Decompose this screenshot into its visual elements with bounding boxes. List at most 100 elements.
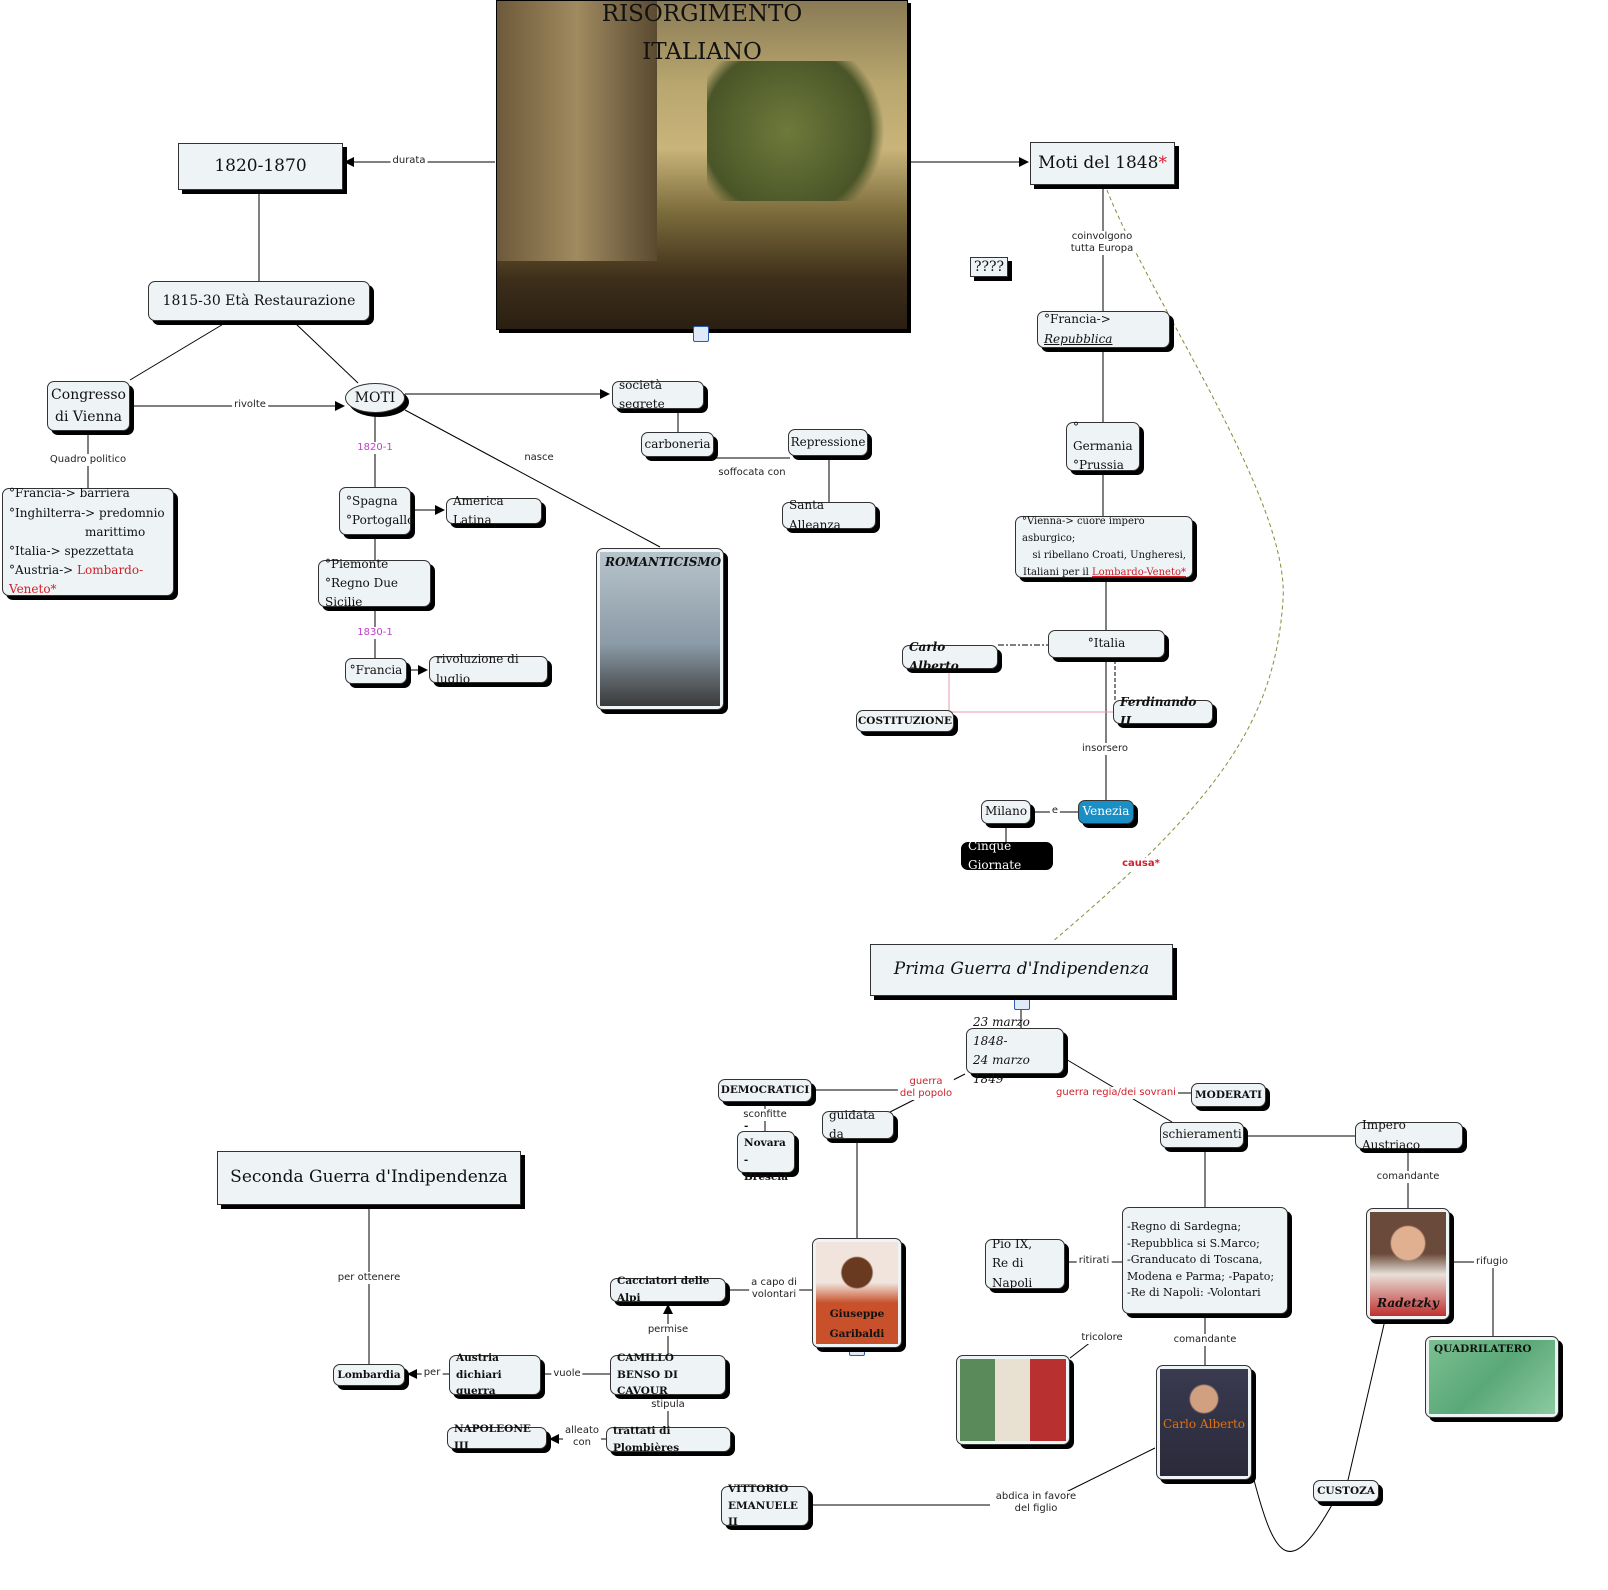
node-text: -Novara (744, 1120, 786, 1150)
node-quadrilatero[interactable]: QUADRILATERO (1425, 1336, 1559, 1418)
node-segrete[interactable]: società segrete (612, 378, 704, 411)
link-label-per: per (421, 1367, 443, 1379)
node-lombardia[interactable]: Lombardia (333, 1364, 405, 1386)
node-luglio[interactable]: rivoluzione di luglio (429, 652, 548, 686)
node-venezia[interactable]: Venezia (1078, 800, 1134, 824)
node-napoleone[interactable]: NAPOLEONE III (447, 1423, 547, 1452)
link-label-e: e (1049, 805, 1061, 817)
node-text: °Italia-> spezzettata (9, 544, 134, 558)
node-carloimg[interactable]: Carlo Alberto (1156, 1365, 1252, 1480)
node-ferdinando[interactable]: Ferdinando II (1113, 695, 1213, 728)
link-label-coinvolgono: coinvolgono tutta Europa (1068, 231, 1136, 255)
node-text: °Francia (349, 663, 403, 678)
node-text: Radetzky (1377, 1295, 1439, 1310)
node-piemonte[interactable]: °Piemonte °Regno Due Sicilie (318, 557, 431, 609)
link-label-ritirati: ritirati (1076, 1255, 1112, 1267)
node-text: NAPOLEONE III (454, 1423, 531, 1452)
node-germania[interactable]: ° Germania°Prussia (1066, 420, 1140, 472)
node-impero[interactable]: Impero Austriaco (1355, 1118, 1463, 1152)
node-america[interactable]: America Latina (446, 494, 542, 527)
garibaldi-image (816, 1242, 898, 1344)
node-text: QUADRILATERO (1434, 1343, 1532, 1355)
node-n1820[interactable]: 1820-1870 (178, 143, 343, 190)
node-text: ???? (973, 258, 1005, 275)
node-text: America Latina (453, 493, 504, 527)
link-label-capo: a capo di volontari (749, 1277, 799, 1301)
node-plombieres[interactable]: trattati di Plombières (606, 1425, 731, 1454)
node-text: -Granducato di Toscana, (1127, 1253, 1263, 1267)
node-schieramenti[interactable]: schieramenti (1160, 1122, 1244, 1148)
node-text: Re di Napoli (992, 1256, 1033, 1290)
node-costituzione[interactable]: COSTITUZIONE (856, 710, 954, 732)
node-custoza[interactable]: CUSTOZA (1313, 1480, 1379, 1502)
node-novara[interactable]: -Novara-Brescia (737, 1120, 795, 1183)
node-milano[interactable]: Milano (981, 800, 1031, 824)
node-spagna[interactable]: °Spagna°Portogallo (339, 487, 414, 535)
node-text: MODERATI (1195, 1088, 1262, 1101)
node-quadro[interactable]: °Francia-> barriera°Inghilterra-> predom… (2, 486, 174, 596)
node-text: Lombardia (337, 1368, 401, 1381)
node-guidata[interactable]: guidata da (822, 1108, 894, 1141)
node-stati[interactable]: -Regno di Sardegna;-Repubblica si S.Marc… (1122, 1207, 1288, 1314)
node-text: rivoluzione di luglio (436, 652, 519, 686)
node-italia[interactable]: °Italia (1048, 630, 1165, 658)
node-democratici[interactable]: DEMOCRATICI (718, 1079, 812, 1102)
node-repressione[interactable]: Repressione (788, 429, 868, 456)
node-text: Giuseppe (829, 1308, 885, 1321)
node-moti[interactable]: MOTI (345, 383, 405, 413)
link-label-y1830: 1830-1 (355, 627, 395, 639)
node-text: Ferdinando II (1120, 694, 1197, 728)
link-label-tricolore: tricolore (1079, 1332, 1125, 1344)
node-moderati[interactable]: MODERATI (1191, 1083, 1266, 1107)
carloimg-image (1160, 1369, 1248, 1476)
node-pio[interactable]: Pio IX,Re di Napoli (985, 1237, 1065, 1290)
node-repubblica[interactable]: °Francia-> Repubblica (1037, 311, 1170, 348)
node-text: CAMILLO (617, 1351, 674, 1364)
node-text: °Piemonte (325, 556, 389, 571)
node-text: °Francia-> barriera (9, 486, 130, 501)
node-text: Cacciatori delle Alpi (617, 1275, 710, 1304)
node-carlo[interactable]: Carlo Alberto (902, 640, 998, 673)
node-text: °Prussia (1073, 458, 1124, 473)
link-label-nasce: nasce (522, 452, 556, 464)
node-text: si ribellano Croati, Ungheresi, (1032, 550, 1186, 561)
node-santa[interactable]: Santa Alleanza (782, 498, 876, 532)
node-text: °Italia (1087, 636, 1126, 651)
document-icon[interactable] (693, 326, 709, 342)
node-carboneria[interactable]: carboneria (641, 432, 714, 457)
node-prima[interactable]: Prima Guerra d'Indipendenza (870, 944, 1173, 996)
link-label-ottenere: per ottenere (335, 1272, 403, 1284)
radetzky-image (1370, 1212, 1446, 1316)
link-label-permise: permise (645, 1324, 691, 1336)
node-text: Santa Alleanza (789, 498, 841, 532)
node-text: Austria (456, 1351, 499, 1364)
node-romanticismo[interactable]: ROMANTICISMO (596, 548, 724, 710)
node-francia1830[interactable]: °Francia (345, 658, 407, 684)
node-cacciatori[interactable]: Cacciatori delle Alpi (610, 1275, 726, 1304)
node-seconda[interactable]: Seconda Guerra d'Indipendenza (217, 1151, 521, 1205)
node-text: EMANUELE II (728, 1499, 798, 1529)
node-text: °Regno Due Sicilie (325, 575, 399, 610)
link-label-alleato: alleato con (562, 1425, 602, 1449)
node-vienna[interactable]: °Vienna-> cuore impero asburgico;si ribe… (1015, 516, 1193, 578)
node-text: Carlo Alberto (1162, 1416, 1246, 1431)
node-text: °Spagna (346, 493, 398, 508)
node-radetzky[interactable]: Radetzky (1366, 1208, 1450, 1320)
node-cinque[interactable]: Cinque Giornate (961, 839, 1053, 872)
link-label-popolo: guerra del popolo (897, 1076, 955, 1100)
node-restaurazione[interactable]: 1815-30 Età Restaurazione (148, 281, 370, 321)
node-text: BENSO DI CAVOUR (617, 1368, 678, 1398)
node-text: -Regno di Sardegna; (1127, 1220, 1242, 1234)
node-date[interactable]: 23 marzo 1848-24 marzo 1849 (966, 1015, 1064, 1086)
node-text: marittimo (85, 524, 146, 539)
image-icon[interactable] (1014, 994, 1030, 1010)
node-cavour[interactable]: CAMILLO BENSO DI CAVOUR (610, 1352, 726, 1397)
node-flag[interactable] (956, 1355, 1070, 1445)
node-qqq[interactable]: ???? (970, 257, 1008, 277)
node-moti1848[interactable]: Moti del 1848* (1030, 142, 1175, 185)
